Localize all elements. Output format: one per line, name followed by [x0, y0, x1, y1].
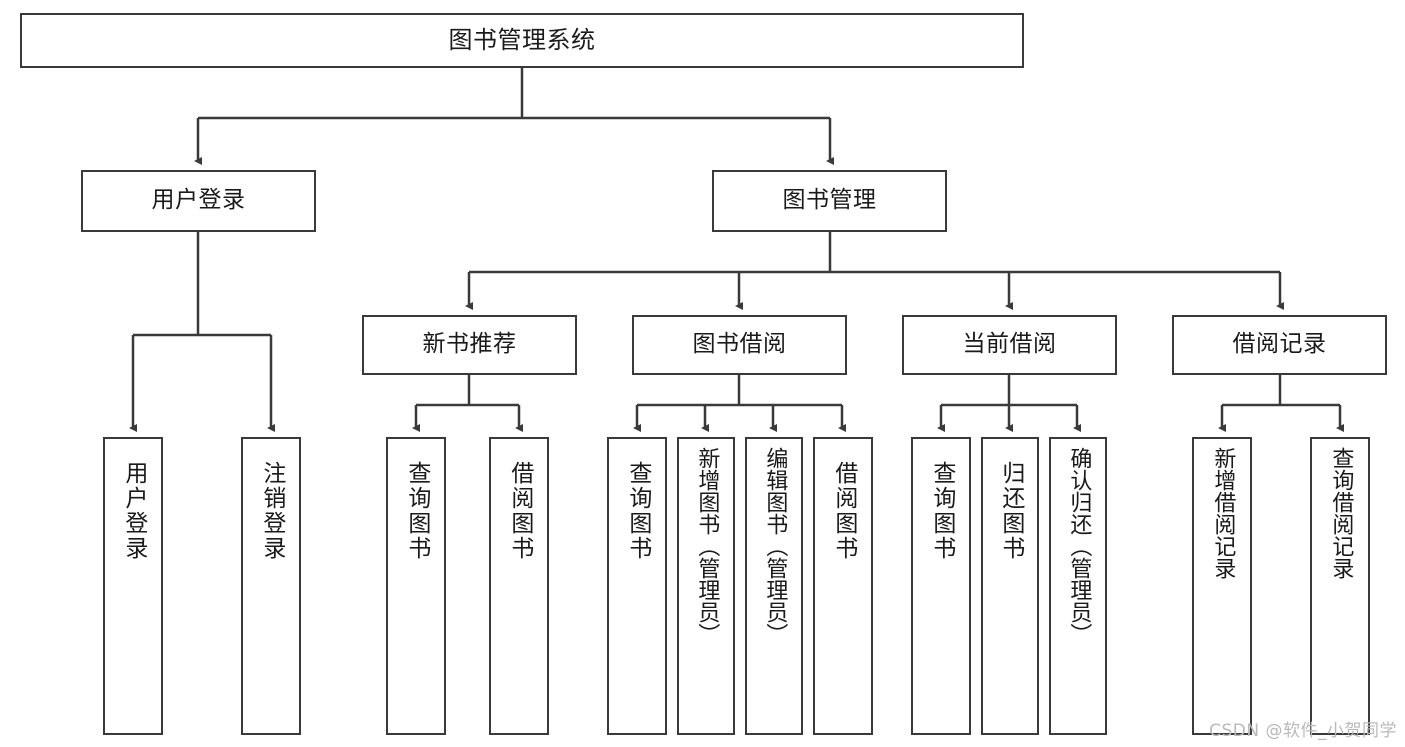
node-label: 查询图书 [403, 461, 430, 561]
node-book-management[interactable]: 图书管理 [712, 170, 947, 232]
node-leaf-add-book-admin[interactable]: 新增图书（管理员） [677, 437, 735, 735]
node-leaf-edit-book-admin[interactable]: 编辑图书（管理员） [745, 437, 803, 735]
node-leaf-borrow-book-rec[interactable]: 借阅图书 [489, 437, 549, 735]
node-label: 用户登录 [151, 187, 246, 214]
node-book-borrow[interactable]: 图书借阅 [632, 315, 847, 375]
node-label: 图书借阅 [692, 331, 787, 358]
node-label: 归还图书 [997, 461, 1024, 561]
node-current-borrow[interactable]: 当前借阅 [902, 315, 1117, 375]
watermark-csdn: CSDN @软件_小贺同学 [1209, 721, 1397, 741]
node-label: 新增借阅记录 [1210, 447, 1236, 579]
node-new-book-recommend[interactable]: 新书推荐 [362, 315, 577, 375]
node-leaf-query-book-current[interactable]: 查询图书 [911, 437, 971, 735]
node-label: 确认归还（管理员） [1066, 447, 1092, 645]
node-label: 注销登录 [258, 461, 285, 561]
node-leaf-return-book[interactable]: 归还图书 [981, 437, 1039, 735]
node-label: 借阅记录 [1232, 331, 1327, 358]
node-label: 查询图书 [624, 461, 651, 561]
node-root-book-management-system[interactable]: 图书管理系统 [20, 13, 1024, 68]
node-leaf-query-book-borrow[interactable]: 查询图书 [607, 437, 667, 735]
node-label: 借阅图书 [830, 461, 857, 561]
node-leaf-query-borrow-record[interactable]: 查询借阅记录 [1310, 437, 1370, 735]
node-label: 查询借阅记录 [1328, 447, 1354, 579]
node-leaf-borrow-book[interactable]: 借阅图书 [813, 437, 873, 735]
node-label: 编辑图书（管理员） [762, 447, 788, 645]
node-leaf-add-borrow-record[interactable]: 新增借阅记录 [1192, 437, 1252, 735]
node-leaf-user-login[interactable]: 用户登录 [103, 437, 163, 735]
node-borrow-record[interactable]: 借阅记录 [1172, 315, 1387, 375]
node-label: 用户登录 [120, 461, 147, 561]
node-leaf-confirm-return-admin[interactable]: 确认归还（管理员） [1049, 437, 1107, 735]
node-label: 当前借阅 [962, 331, 1057, 358]
node-label: 借阅图书 [506, 461, 533, 561]
node-label: 图书管理 [782, 187, 877, 214]
node-leaf-query-book-rec[interactable]: 查询图书 [386, 437, 446, 735]
node-label: 查询图书 [928, 461, 955, 561]
node-label: 新增图书（管理员） [694, 447, 720, 645]
node-user-login[interactable]: 用户登录 [81, 170, 316, 232]
node-leaf-user-logout[interactable]: 注销登录 [241, 437, 301, 735]
node-label: 图书管理系统 [448, 26, 596, 55]
node-label: 新书推荐 [422, 331, 517, 358]
